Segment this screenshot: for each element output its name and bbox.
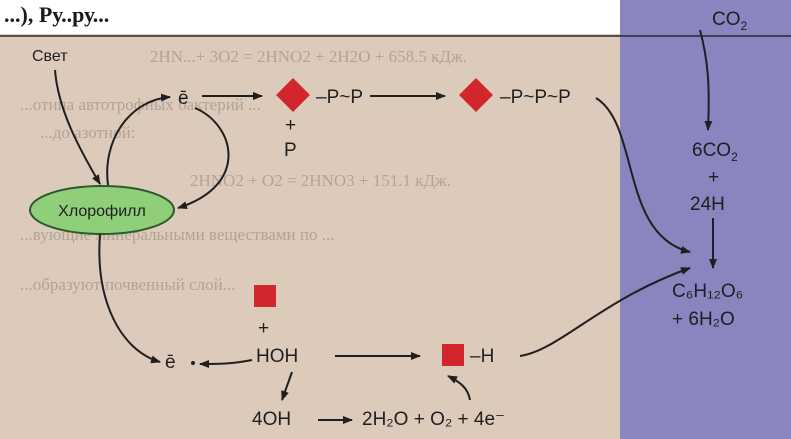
p-single-label: P xyxy=(284,140,297,161)
h24-label: 24H xyxy=(690,194,725,215)
header-text: ...), Ру..ру... xyxy=(4,2,109,27)
glucose-label: C₆H₁₂O₆ xyxy=(672,281,743,302)
phosphate-square-2 xyxy=(442,344,464,366)
chlorophyll-label: Хлорофилл xyxy=(58,203,146,220)
right-panel xyxy=(620,0,791,439)
bg-text-line: 2HN...+ 3O2 = 2HNO2 + 2H2O + 658.5 кДж. xyxy=(150,47,467,66)
bg-text-line: ...до азотной: xyxy=(40,123,135,142)
atp-chain-label: –P~P~P xyxy=(500,87,571,108)
light-arrow xyxy=(54,69,101,185)
four-oh-label: 4OH xyxy=(252,409,291,430)
bg-text-line: 2HNO2 + O2 = 2HNO3 + 151.1 кДж. xyxy=(190,171,451,190)
p-plus-sign: + xyxy=(285,115,296,136)
co2-label: CO2 xyxy=(712,9,748,33)
electron-return-arrow xyxy=(177,107,230,210)
hoh-to-electron-arrow xyxy=(199,359,253,368)
atp-to-synthesis-arrow xyxy=(595,97,691,254)
hoh-label: HOH xyxy=(256,346,298,367)
chlorophyll-to-electron-arrow xyxy=(106,93,171,186)
electron-dot xyxy=(191,361,195,365)
co2-arrow xyxy=(699,29,713,131)
header-strip xyxy=(0,0,620,34)
chlorophyll-to-electron-bottom-arrow xyxy=(98,233,161,364)
six-co2-label: 6CO2 xyxy=(692,140,738,164)
water-out-label: + 6H₂O xyxy=(672,309,735,330)
plus-sign-1: + xyxy=(708,167,719,188)
h-to-synthesis-arrow xyxy=(519,267,691,357)
h-group-label: –H xyxy=(470,346,494,367)
adp-chain-label: –P~P xyxy=(316,87,363,108)
electron-back-arrow xyxy=(447,375,471,401)
electron-top: ē xyxy=(178,88,189,109)
phosphate-square-1 xyxy=(254,285,276,307)
products-label: 2H₂O + O₂ + 4e⁻ xyxy=(362,409,505,430)
hoh-plus-sign: + xyxy=(258,318,269,339)
bg-text-line: ...отипа автотрофных бактерий ... xyxy=(20,95,261,114)
bg-text-line: ...образуют почвенный слой... xyxy=(20,275,235,294)
light-label: Свет xyxy=(32,48,68,65)
hoh-to-oh-arrow xyxy=(281,371,293,401)
electron-bottom: ē xyxy=(165,352,176,373)
chlorophyll-ellipse xyxy=(29,185,175,235)
